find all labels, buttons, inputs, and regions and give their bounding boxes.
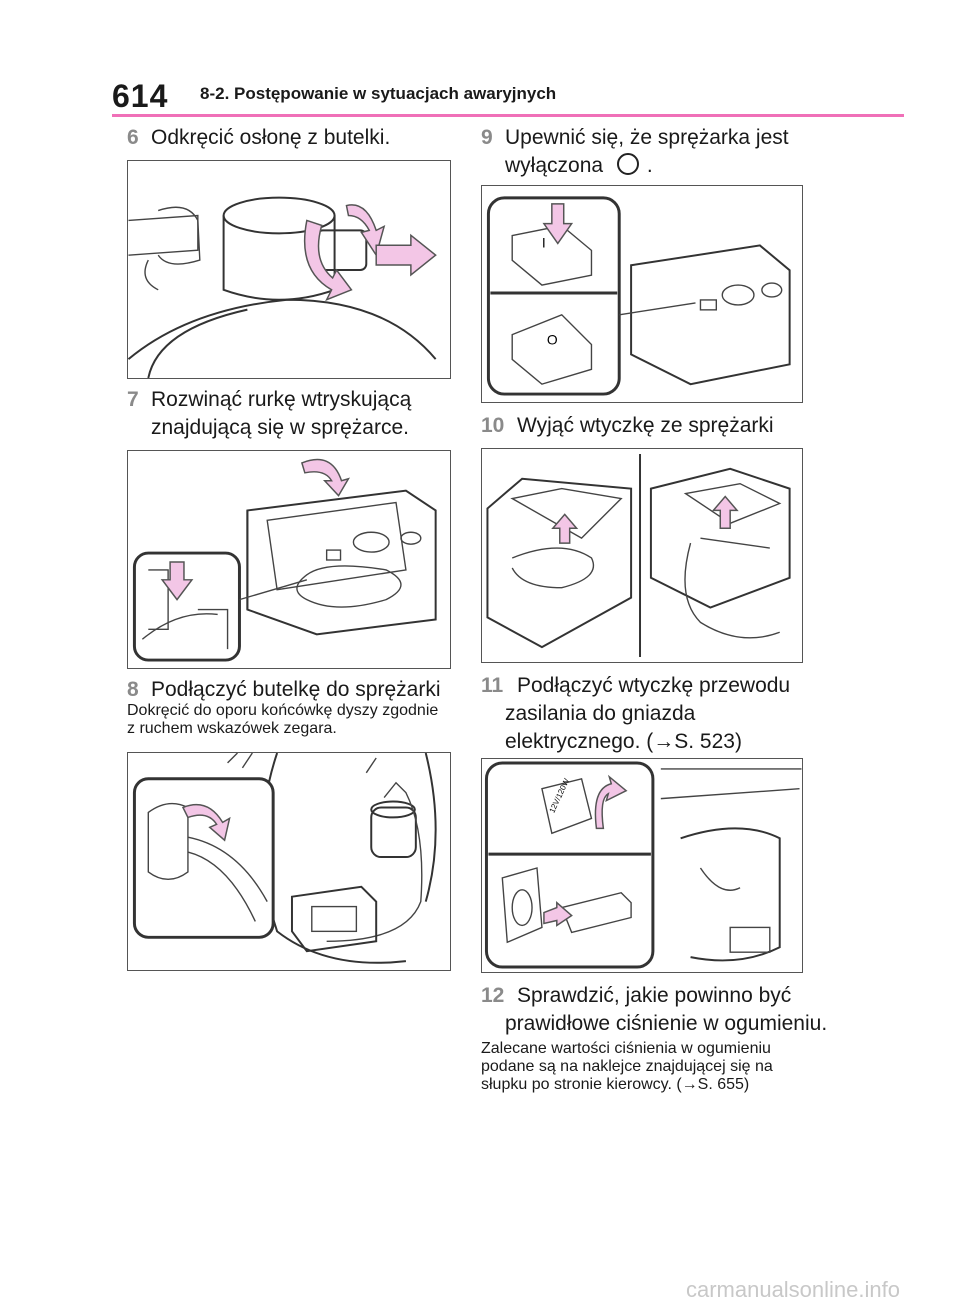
- step-number: 9: [481, 126, 493, 149]
- step-number: 11: [481, 674, 504, 697]
- figure-switch-off: I O: [481, 185, 803, 403]
- figure-connect-bottle: [127, 752, 451, 971]
- header-divider: [112, 114, 904, 117]
- step-text: Wyjąć wtyczkę ze sprężarki: [517, 414, 774, 437]
- step-8-note: Dokręcić do oporu końcówkę dyszy zgodnie…: [127, 702, 439, 737]
- switch-on-label: I: [542, 234, 546, 250]
- step-number: 10: [481, 414, 505, 437]
- step-9: 9 Upewnić się, że sprężarka jest wyłączon…: [481, 124, 835, 180]
- watermark: carmanualsonline.info: [685, 1277, 900, 1302]
- page-number: 614: [112, 78, 169, 114]
- step-text: Odkręcić osłonę z butelki.: [151, 126, 391, 149]
- step-number: 7: [127, 388, 139, 411]
- step-10: 10 Wyjąć wtyczkę ze sprężarki: [481, 412, 835, 440]
- step-text: Podłączyć wtyczkę przewodu zasilania do …: [505, 674, 791, 753]
- step-text: Podłączyć butelkę do sprężarki: [151, 678, 441, 701]
- step-6: 6 Odkręcić osłonę z butelki.: [127, 124, 481, 152]
- figure-compressor-hose: [127, 450, 451, 669]
- step-number: 8: [127, 678, 139, 701]
- section-title: 8-2. Postępowanie w sytuacjach awaryjnyc…: [200, 84, 557, 103]
- switch-off-label: O: [547, 332, 558, 348]
- step-text: Sprawdzić, jakie powinno być prawidłowe …: [505, 984, 828, 1035]
- figure-power-socket: 12V/120W: [481, 758, 803, 973]
- step-7: 7 Rozwinąć rurkę wtryskującą znajdującą s…: [127, 386, 481, 442]
- step-text-end: .: [646, 154, 653, 177]
- figure-remove-plug: [481, 448, 803, 663]
- step-number: 6: [127, 126, 139, 149]
- step-number: 12: [481, 984, 505, 1007]
- figure-bottle-cap: [127, 160, 451, 379]
- circle-off-icon: [616, 153, 639, 175]
- step-8: 8 Podłączyć butelkę do sprężarki: [127, 676, 481, 704]
- step-12-note: Zalecane wartości ciśnienia w ogumieniu …: [481, 1040, 773, 1093]
- step-text: Rozwinąć rurkę wtryskującą znajdującą si…: [151, 388, 412, 439]
- step-text: Upewnić się, że sprężarka jest wyłączona: [505, 126, 789, 177]
